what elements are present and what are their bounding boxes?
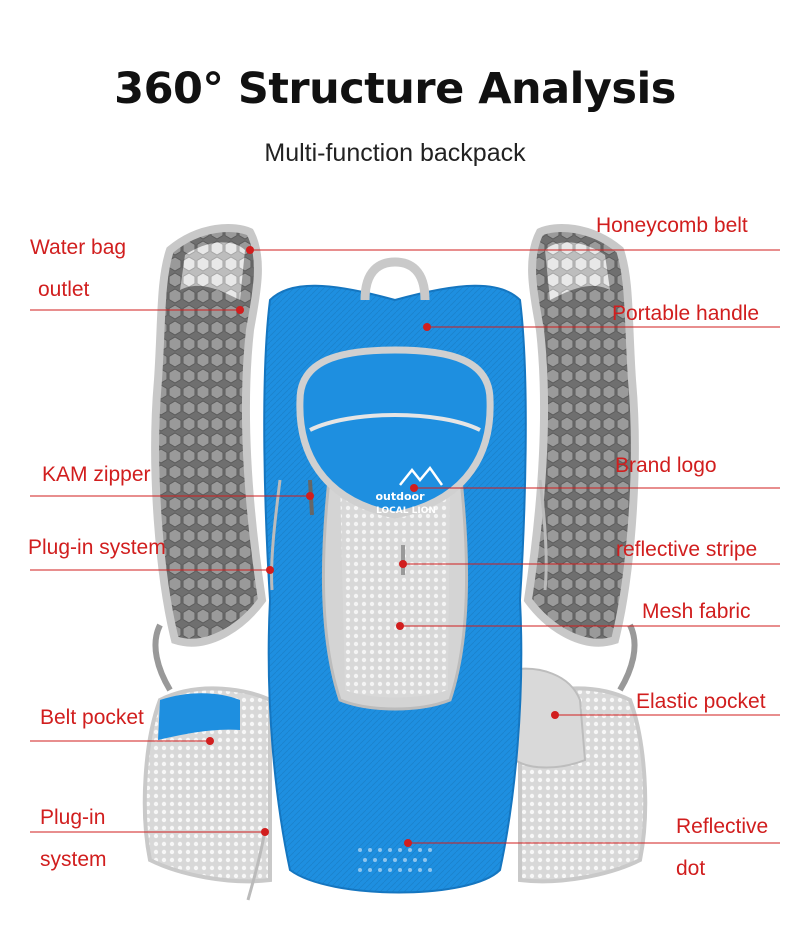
label-reflective-stripe: reflective stripe bbox=[616, 538, 758, 561]
label-water-bag-line2: outlet bbox=[38, 278, 90, 301]
label-belt-pocket: Belt pocket bbox=[40, 706, 144, 729]
brand-logo: outdoor LOCAL LION bbox=[375, 465, 444, 516]
backpack-body bbox=[246, 257, 548, 901]
label-brand-logo: Brand logo bbox=[615, 454, 717, 477]
label-portable-handle: Portable handle bbox=[612, 302, 760, 325]
page-subtitle: Multi-function backpack bbox=[264, 139, 526, 167]
label-plug-in-line1: Plug-in bbox=[40, 806, 106, 829]
left-shoulder-strap bbox=[151, 224, 267, 647]
lower-plug-in-cord bbox=[246, 829, 267, 901]
label-water-bag-line1: Water bag bbox=[30, 236, 127, 259]
label-honeycomb-belt: Honeycomb belt bbox=[596, 214, 748, 237]
left-plug-in-cord bbox=[270, 479, 282, 591]
right-belt-pocket bbox=[508, 667, 648, 884]
callout-lines bbox=[30, 249, 780, 844]
carry-handle bbox=[360, 257, 430, 301]
label-plug-in-system: Plug-in system bbox=[28, 536, 166, 559]
left-belt-pocket bbox=[142, 686, 272, 884]
label-reflective-line1: Reflective bbox=[676, 815, 769, 838]
reflective-dots bbox=[358, 848, 432, 872]
page-title: 360° Structure Analysis bbox=[114, 64, 676, 114]
right-plug-in-cord bbox=[538, 479, 548, 591]
label-elastic-pocket: Elastic pocket bbox=[636, 690, 766, 713]
right-shoulder-strap bbox=[523, 224, 639, 647]
label-kam-zipper: KAM zipper bbox=[42, 463, 151, 486]
callout-dots bbox=[206, 246, 559, 847]
right-side-strap bbox=[617, 623, 638, 692]
brand-logo-text-line2: LOCAL LION bbox=[376, 506, 436, 516]
brand-logo-text-line1: outdoor bbox=[375, 490, 425, 503]
front-pocket bbox=[296, 346, 494, 519]
label-reflective-line2: dot bbox=[676, 857, 706, 880]
label-plug-in-line2: system bbox=[40, 848, 107, 871]
label-mesh-fabric: Mesh fabric bbox=[642, 600, 751, 623]
left-side-strap bbox=[152, 623, 173, 692]
